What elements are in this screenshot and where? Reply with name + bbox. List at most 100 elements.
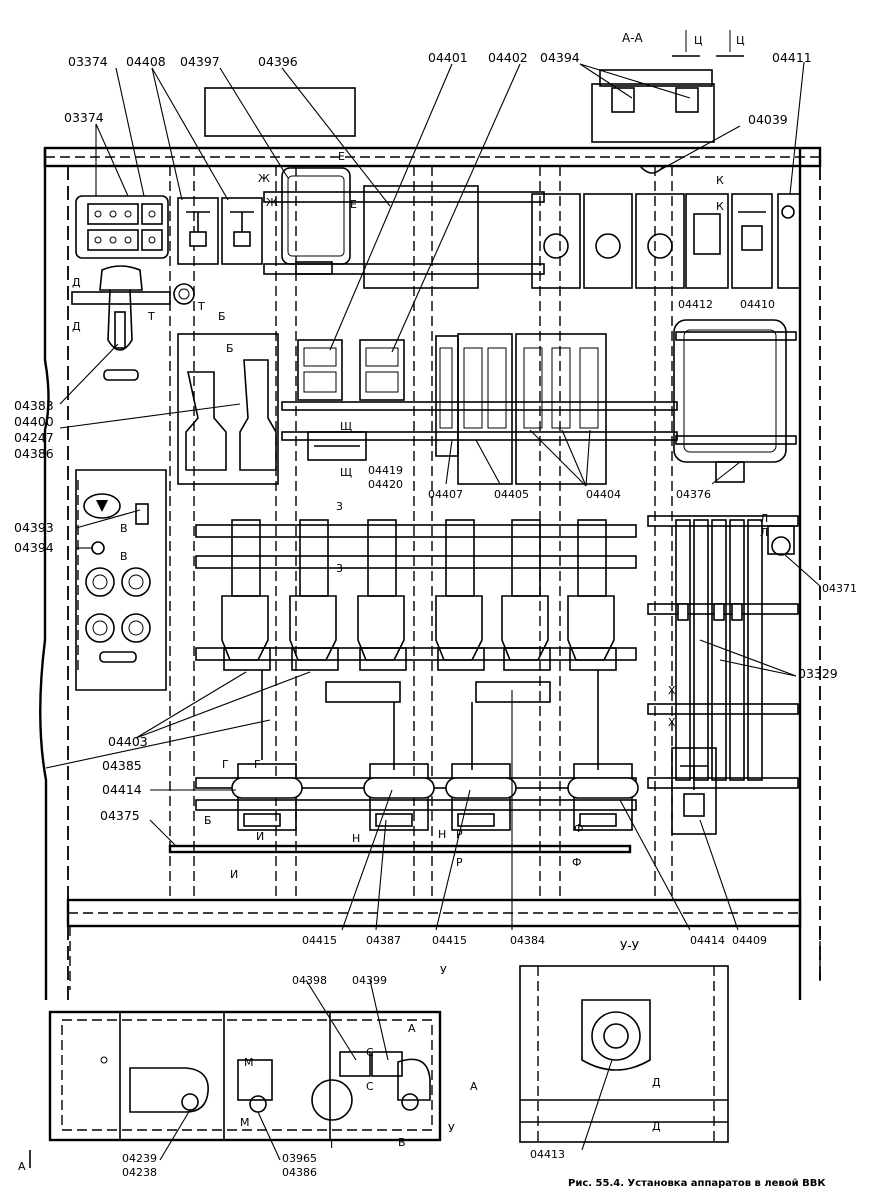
stack-bar — [675, 519, 691, 781]
socket-body — [107, 289, 133, 351]
leader — [281, 67, 391, 207]
contactor-chute — [289, 595, 337, 661]
base-plate — [325, 681, 401, 703]
relay-04411 — [777, 193, 801, 289]
relay-top — [303, 347, 337, 367]
section-mark: К — [716, 200, 724, 213]
terminal-block-03374 — [75, 195, 169, 259]
device-03965 — [237, 1059, 273, 1101]
label-04371: 04371 — [822, 582, 857, 595]
leader — [475, 439, 501, 485]
contactor-chute — [221, 595, 269, 661]
label-04385: 04385 — [102, 758, 142, 773]
leader — [619, 799, 691, 931]
resistor-04405 — [457, 333, 513, 485]
bus-bar-1 — [263, 191, 545, 203]
leader — [699, 639, 797, 677]
leader — [711, 461, 741, 485]
label-04419: 04419 — [368, 464, 403, 477]
connector-inner — [92, 620, 108, 636]
leader — [257, 1111, 281, 1161]
section-mark: Ж — [266, 196, 278, 209]
leader-lines — [45, 61, 821, 1161]
label-04400: 04400 — [14, 414, 54, 429]
fuse-04419 — [307, 431, 367, 461]
relay-bottom — [365, 371, 399, 393]
contactor-stem — [367, 519, 397, 597]
label-04405: 04405 — [494, 488, 529, 501]
resistor-slot — [487, 347, 507, 429]
contactor-chute — [435, 595, 483, 661]
knob-icon — [781, 205, 795, 219]
inductor-unit — [231, 763, 303, 831]
section-mark: Л — [760, 526, 768, 539]
leader — [391, 63, 521, 353]
inductor-coil — [231, 777, 303, 799]
panel-slot — [99, 651, 137, 663]
label-04039: 04039 — [748, 112, 788, 127]
device-04399 — [371, 1051, 403, 1077]
resistor-inner — [439, 347, 453, 429]
device-i-icon — [311, 1079, 353, 1121]
label-04239: 04239 — [122, 1152, 157, 1165]
section-mark: С — [366, 1080, 374, 1093]
inductor-coil — [363, 777, 435, 799]
bus-bar-7 — [195, 647, 637, 661]
inductor-clip — [457, 813, 495, 827]
switch-body — [177, 197, 219, 265]
label-03374-b: 03374 — [68, 54, 108, 69]
screw-icon — [94, 236, 102, 244]
leader — [149, 819, 177, 847]
label-04415-b: 04415 — [432, 934, 467, 947]
label-04386: 04386 — [14, 446, 54, 461]
section-aa-lid — [599, 69, 713, 87]
switch-base — [233, 231, 251, 247]
device-04039 — [638, 165, 666, 174]
contactor-base — [359, 647, 407, 671]
inductor-clip — [375, 813, 413, 827]
switch-04393 — [135, 503, 149, 525]
label-04410: 04410 — [740, 298, 775, 311]
label-04384: 04384 — [510, 934, 545, 947]
relay-04402 — [359, 339, 405, 401]
right-bus-5 — [675, 331, 797, 341]
leader — [375, 819, 387, 931]
section-mark-t2: Т — [197, 300, 205, 313]
panel-04376 — [673, 319, 787, 483]
leader — [59, 403, 241, 429]
contactor-unit — [289, 519, 339, 671]
connector-inner — [128, 574, 144, 590]
leader — [435, 789, 471, 931]
base-plate — [475, 681, 551, 703]
resistor-stack-03329 — [675, 519, 795, 781]
label-04401: 04401 — [428, 50, 468, 65]
leader — [789, 61, 805, 195]
panel-foot — [715, 461, 745, 483]
stack-clip — [677, 603, 689, 621]
device-04413-ring — [591, 1011, 641, 1061]
box-04397 — [281, 167, 351, 275]
section-mark: Х — [668, 684, 676, 697]
screw-icon — [124, 210, 132, 218]
terminal-block-icon — [675, 87, 699, 113]
device-04386b-icon — [249, 1095, 267, 1113]
section-outer — [48, 1010, 442, 1142]
switch-base — [189, 231, 207, 247]
relay-04410 — [731, 193, 773, 289]
label-04375: 04375 — [100, 808, 140, 823]
leader — [159, 1109, 191, 1161]
section-mark: Ф — [574, 822, 583, 835]
label-04394: 04394 — [14, 540, 54, 555]
screw-icon — [124, 236, 132, 244]
main-frame — [39, 146, 822, 1000]
resistor-body — [435, 335, 459, 457]
contactor-base — [503, 647, 551, 671]
inductor-unit — [363, 763, 435, 831]
stack-clip — [713, 603, 725, 621]
leader — [151, 67, 229, 201]
leader — [719, 659, 797, 677]
relay-04401 — [297, 339, 343, 401]
top-housing — [204, 87, 356, 137]
connector-icon — [85, 567, 115, 597]
stack-bar — [729, 519, 745, 781]
